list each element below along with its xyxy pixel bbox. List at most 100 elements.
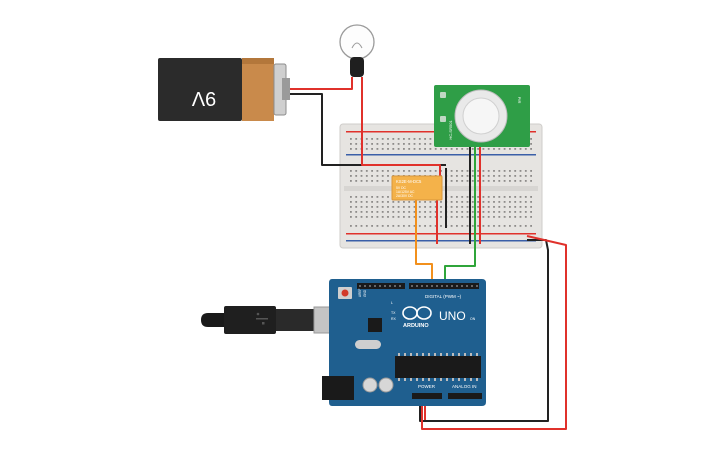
hole [530,148,532,150]
hole [387,143,389,145]
hole [482,211,485,213]
hole [371,225,373,227]
hole [403,201,405,203]
hole [355,138,358,140]
reset-button[interactable] [338,287,352,299]
hole [426,285,428,287]
hole [376,175,379,177]
hole [493,225,495,227]
hole [440,201,442,203]
hole [498,148,501,150]
hole [509,206,511,208]
hole [456,225,458,227]
hole [509,201,511,203]
hole [450,201,453,203]
hole [429,170,432,172]
hole [392,148,395,150]
hole [376,225,379,227]
hole [450,225,453,227]
hole [446,378,448,381]
hole [429,201,432,203]
hole [514,201,517,203]
hole [519,216,522,218]
hole [471,201,474,203]
hole [350,138,352,140]
hole [418,206,421,208]
hole [466,201,469,203]
hole [456,206,458,208]
hole [431,285,433,287]
hole [397,201,400,203]
hole [365,206,368,208]
hole [482,170,485,172]
hole [530,211,532,213]
relay[interactable]: KS2E-M-DC5 5V DC 1A/125V AC 2A/30V DC [391,175,443,201]
hole [514,211,517,213]
hole [398,378,400,381]
hole [482,175,485,177]
hole [413,138,416,140]
hole [355,196,358,198]
hole [471,180,474,182]
hole [413,225,416,227]
hole [404,353,406,356]
hole [392,170,395,172]
hole [381,196,384,198]
hole [413,201,416,203]
hole [389,285,391,287]
power-label: POWER [418,384,436,389]
hole [371,180,373,182]
pir-sensor[interactable]: HC-SR501 PIR [434,85,530,147]
hole [458,353,460,356]
hole [403,170,405,172]
battery-9v[interactable]: 9V [158,58,290,121]
hole [487,175,490,177]
hole [487,180,490,182]
hole [371,175,373,177]
hole [418,143,421,145]
hole [397,170,400,172]
hole [403,138,405,140]
light-bulb[interactable] [339,24,375,77]
hole [360,225,363,227]
hole [466,180,469,182]
hole [387,211,389,213]
arduino-uno[interactable]: ARDUINO UNO DIGITAL (PWM ~) POWER ANALOG… [322,279,486,406]
hole [470,353,472,356]
hole [350,180,352,182]
hole [355,170,358,172]
hole [456,180,458,182]
hole [434,170,437,172]
hole [466,225,469,227]
hole [530,206,532,208]
hole [487,211,490,213]
hole [440,225,442,227]
hole [360,170,363,172]
hole [376,143,379,145]
hole [456,175,458,177]
hole [418,216,421,218]
tx-label: TX [391,311,396,315]
hole [493,211,495,213]
hole [509,175,511,177]
hole [416,285,418,287]
usb-cable [201,306,347,334]
hole [487,225,490,227]
hole [514,170,517,172]
hole [440,378,442,381]
hole [466,196,469,198]
hole [466,148,469,150]
analog-label: ANALOG IN [452,384,477,389]
hole [524,225,527,227]
hole [456,211,458,213]
hole [397,211,400,213]
hole [493,196,495,198]
hole [524,211,527,213]
hole [408,148,411,150]
hole [434,206,437,208]
hole [466,170,469,172]
hole [450,196,453,198]
hole [503,206,506,208]
hole [524,180,527,182]
hole [376,196,379,198]
